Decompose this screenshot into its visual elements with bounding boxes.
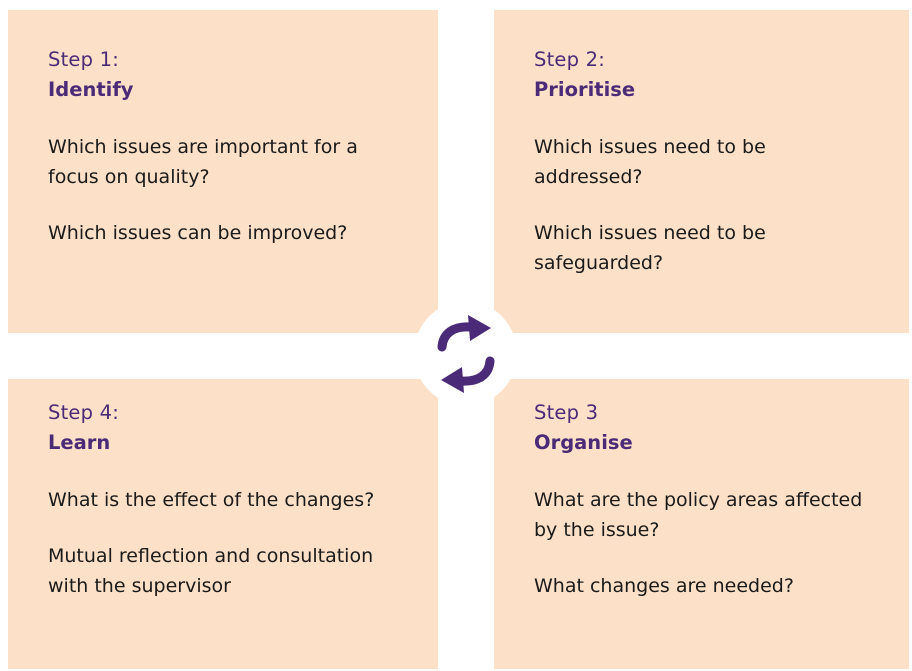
step-2-title: Prioritise (534, 78, 636, 101)
step-4-question-2: Mutual reflection and consultation with … (48, 545, 374, 597)
step-1-label: Step 1: (48, 48, 119, 71)
step-1-question-2: Which issues can be improved? (48, 222, 348, 244)
step-1-panel: Step 1: Identify Which issues are import… (8, 10, 438, 333)
step-2-question-1: Which issues need to be addressed? (534, 136, 766, 188)
step-4-panel: Step 4: Learn What is the effect of the … (8, 379, 438, 669)
step-3-title: Organise (534, 431, 633, 454)
cycle-hub (414, 301, 517, 406)
step-3-question-2: What changes are needed? (534, 575, 794, 597)
step-3-question-1: What are the policy areas affected by th… (534, 489, 863, 541)
step-1-question-1: Which issues are important for a focus o… (48, 136, 358, 188)
step-3-panel: Step 3 Organise What are the policy area… (494, 379, 909, 669)
step-2-label: Step 2: (534, 48, 605, 71)
step-2-panel: Step 2: Prioritise Which issues need to … (494, 10, 909, 333)
step-4-question-1: What is the effect of the changes? (48, 489, 375, 511)
step-1-title: Identify (48, 78, 134, 101)
step-4-label: Step 4: (48, 401, 119, 424)
step-2-question-2: Which issues need to be safeguarded? (534, 222, 766, 274)
step-4-title: Learn (48, 431, 111, 454)
cycle-arrows-icon (437, 315, 495, 393)
step-3-label: Step 3 (534, 401, 599, 424)
